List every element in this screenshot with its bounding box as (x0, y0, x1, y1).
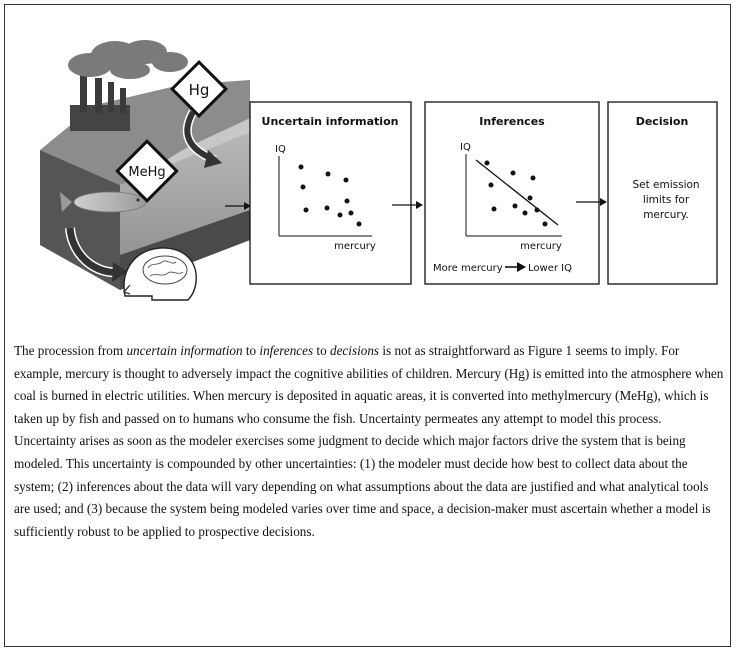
caption-text-2: to (242, 343, 260, 358)
uncertain-x-axis-label: mercury (334, 241, 376, 252)
arrow-to-decision (576, 198, 607, 206)
arrow-to-uncertain (225, 202, 251, 210)
hg-label: Hg (189, 81, 210, 99)
arrow-to-inferences (392, 201, 423, 209)
decision-title: Decision (636, 115, 689, 128)
decision-panel: Decision Set emission limits for mercury… (607, 101, 718, 285)
inferences-note-left: More mercury (433, 263, 503, 274)
figure-diagram: Hg MeHg Uncertain information IQ (40, 40, 718, 301)
inferences-note-arrow (505, 262, 526, 272)
landscape-illustration: Hg MeHg (40, 40, 250, 301)
smoke-cloud (68, 40, 188, 79)
inferences-note-right: Lower IQ (528, 263, 572, 274)
inferences-title: Inferences (479, 115, 545, 128)
figure-caption: The procession from uncertain informatio… (14, 340, 726, 543)
caption-em-decisions: decisions (329, 343, 380, 358)
inferences-panel: Inferences IQ mercury More mercury Lower… (424, 101, 600, 285)
hg-diamond: Hg (170, 60, 228, 118)
mehg-diamond: MeHg (115, 139, 179, 203)
inferences-trend-line (475, 159, 559, 226)
mehg-label: MeHg (128, 165, 165, 180)
fish-icon (60, 191, 147, 213)
caption-text-1: The procession from (14, 343, 127, 358)
uncertain-title: Uncertain information (262, 115, 399, 128)
factory-icon (70, 72, 130, 131)
caption-text-3: to (313, 343, 330, 358)
uncertain-y-axis-label: IQ (275, 144, 286, 155)
human-head-icon (122, 247, 197, 301)
uncertain-information-panel: Uncertain information IQ mercury (249, 101, 412, 285)
caption-em-uncertain: uncertain information (126, 343, 243, 358)
decision-text-line2: limits for (643, 194, 690, 206)
decision-text-line3: mercury. (643, 209, 689, 221)
inferences-scatter-points (484, 160, 548, 227)
caption-paragraph: The procession from uncertain informatio… (14, 340, 726, 543)
caption-em-inferences: inferences (259, 343, 314, 358)
caption-text-4: is not as straightforward as Figure 1 se… (14, 343, 724, 539)
inferences-x-axis-label: mercury (520, 241, 562, 252)
decision-text-line1: Set emission (632, 179, 699, 191)
uncertain-scatter-points (298, 164, 362, 227)
block-side (40, 150, 120, 290)
inferences-y-axis-label: IQ (460, 142, 471, 153)
